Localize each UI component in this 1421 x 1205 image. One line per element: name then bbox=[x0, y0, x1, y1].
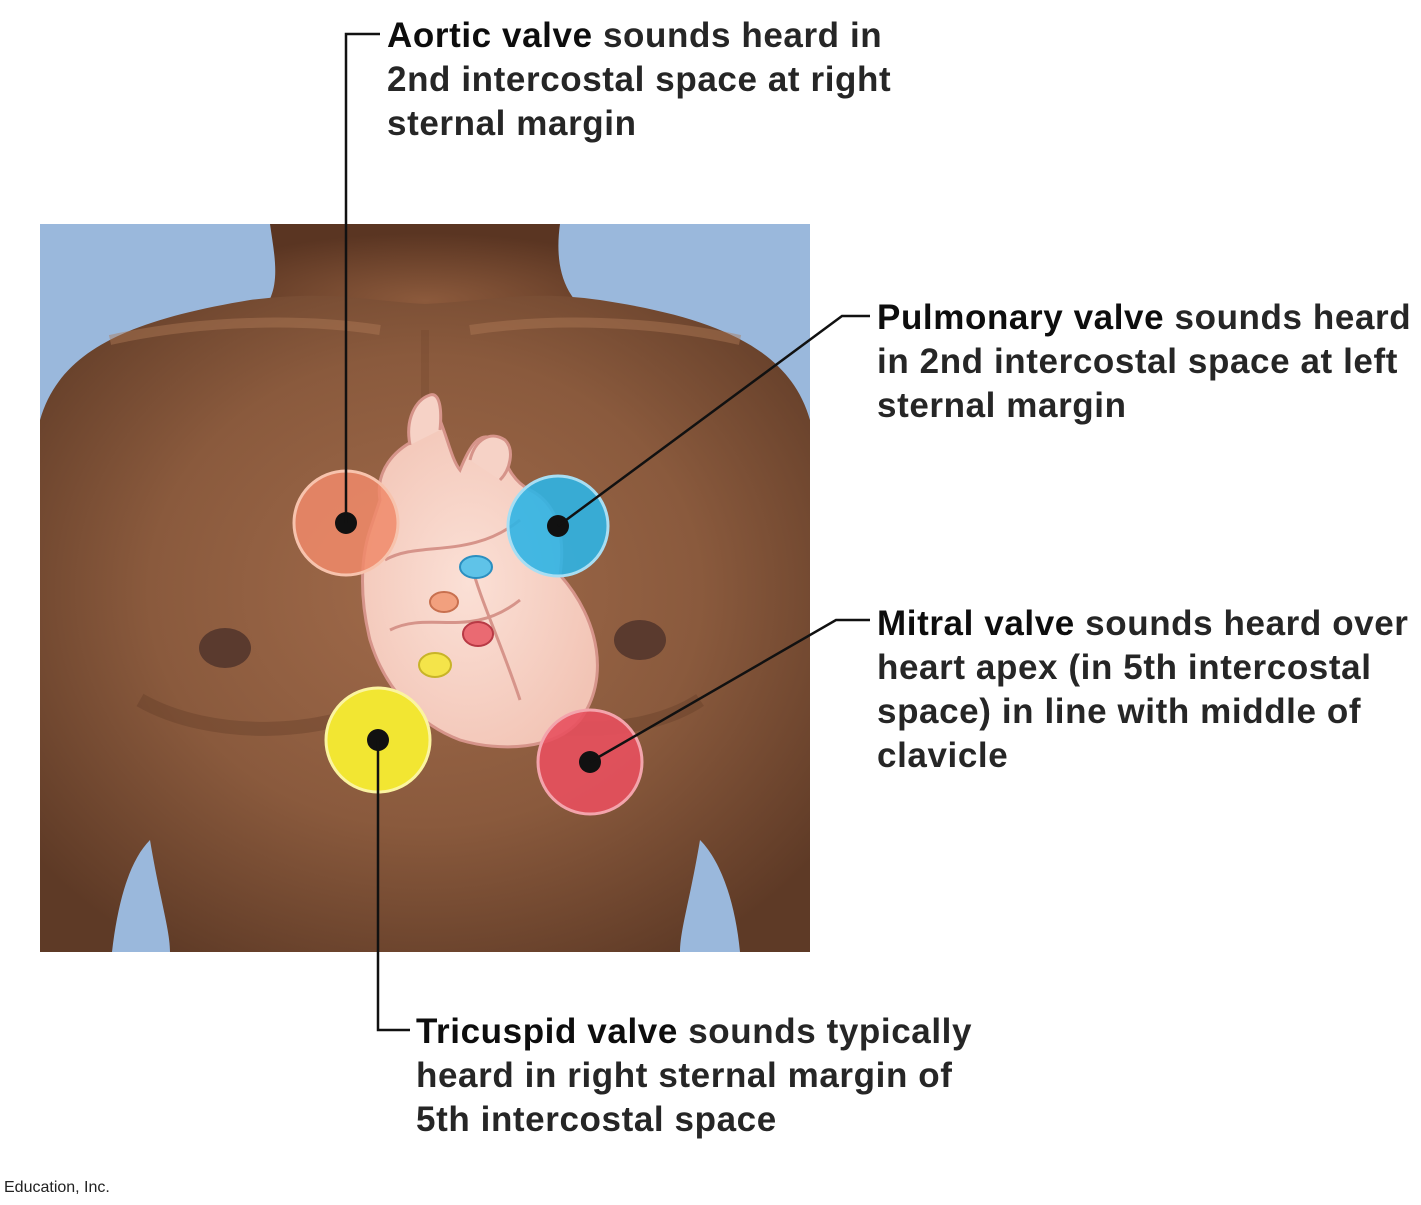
mitral-valve-glyph bbox=[463, 622, 493, 646]
mitral-valve-name: Mitral valve bbox=[877, 604, 1075, 643]
pulmonary-valve-glyph bbox=[460, 556, 492, 578]
nipple-left bbox=[199, 628, 251, 668]
pulmonary-valve-label: Pulmonary valve sounds heard in 2nd inte… bbox=[877, 296, 1417, 428]
aortic-valve-name: Aortic valve bbox=[387, 16, 593, 55]
aortic-valve-glyph bbox=[430, 592, 458, 612]
tricuspid-valve-label: Tricuspid valve sounds typically heard i… bbox=[416, 1010, 976, 1142]
tricuspid-valve-name: Tricuspid valve bbox=[416, 1012, 678, 1051]
nipple-right bbox=[614, 620, 666, 660]
pulmonary-valve-name: Pulmonary valve bbox=[877, 298, 1164, 337]
mitral-valve-label: Mitral valve sounds heard over heart ape… bbox=[877, 602, 1417, 778]
publisher-credit: Education, Inc. bbox=[4, 1178, 110, 1198]
tricuspid-valve-glyph bbox=[419, 653, 451, 677]
aortic-valve-label: Aortic valve sounds heard in 2nd interco… bbox=[387, 14, 927, 146]
